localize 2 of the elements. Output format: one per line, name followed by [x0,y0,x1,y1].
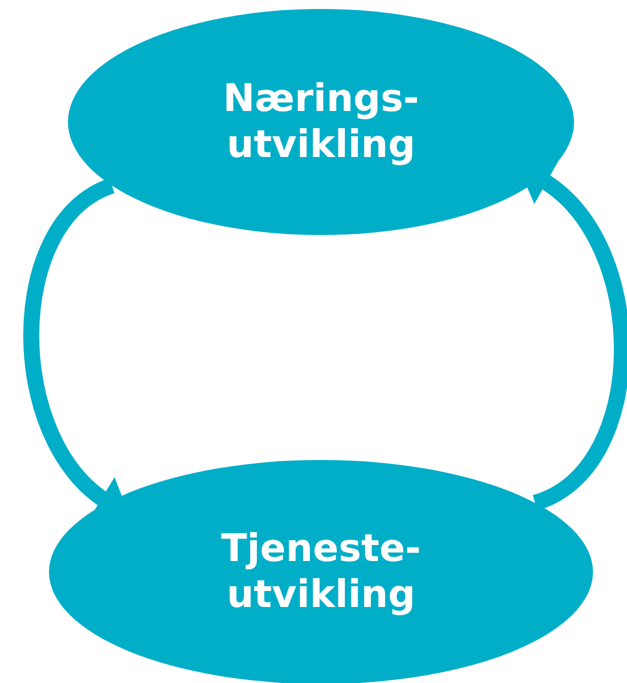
node-label: Nærings- utvikling [222,76,420,168]
node-label: Tjeneste- utvikling [220,526,422,618]
